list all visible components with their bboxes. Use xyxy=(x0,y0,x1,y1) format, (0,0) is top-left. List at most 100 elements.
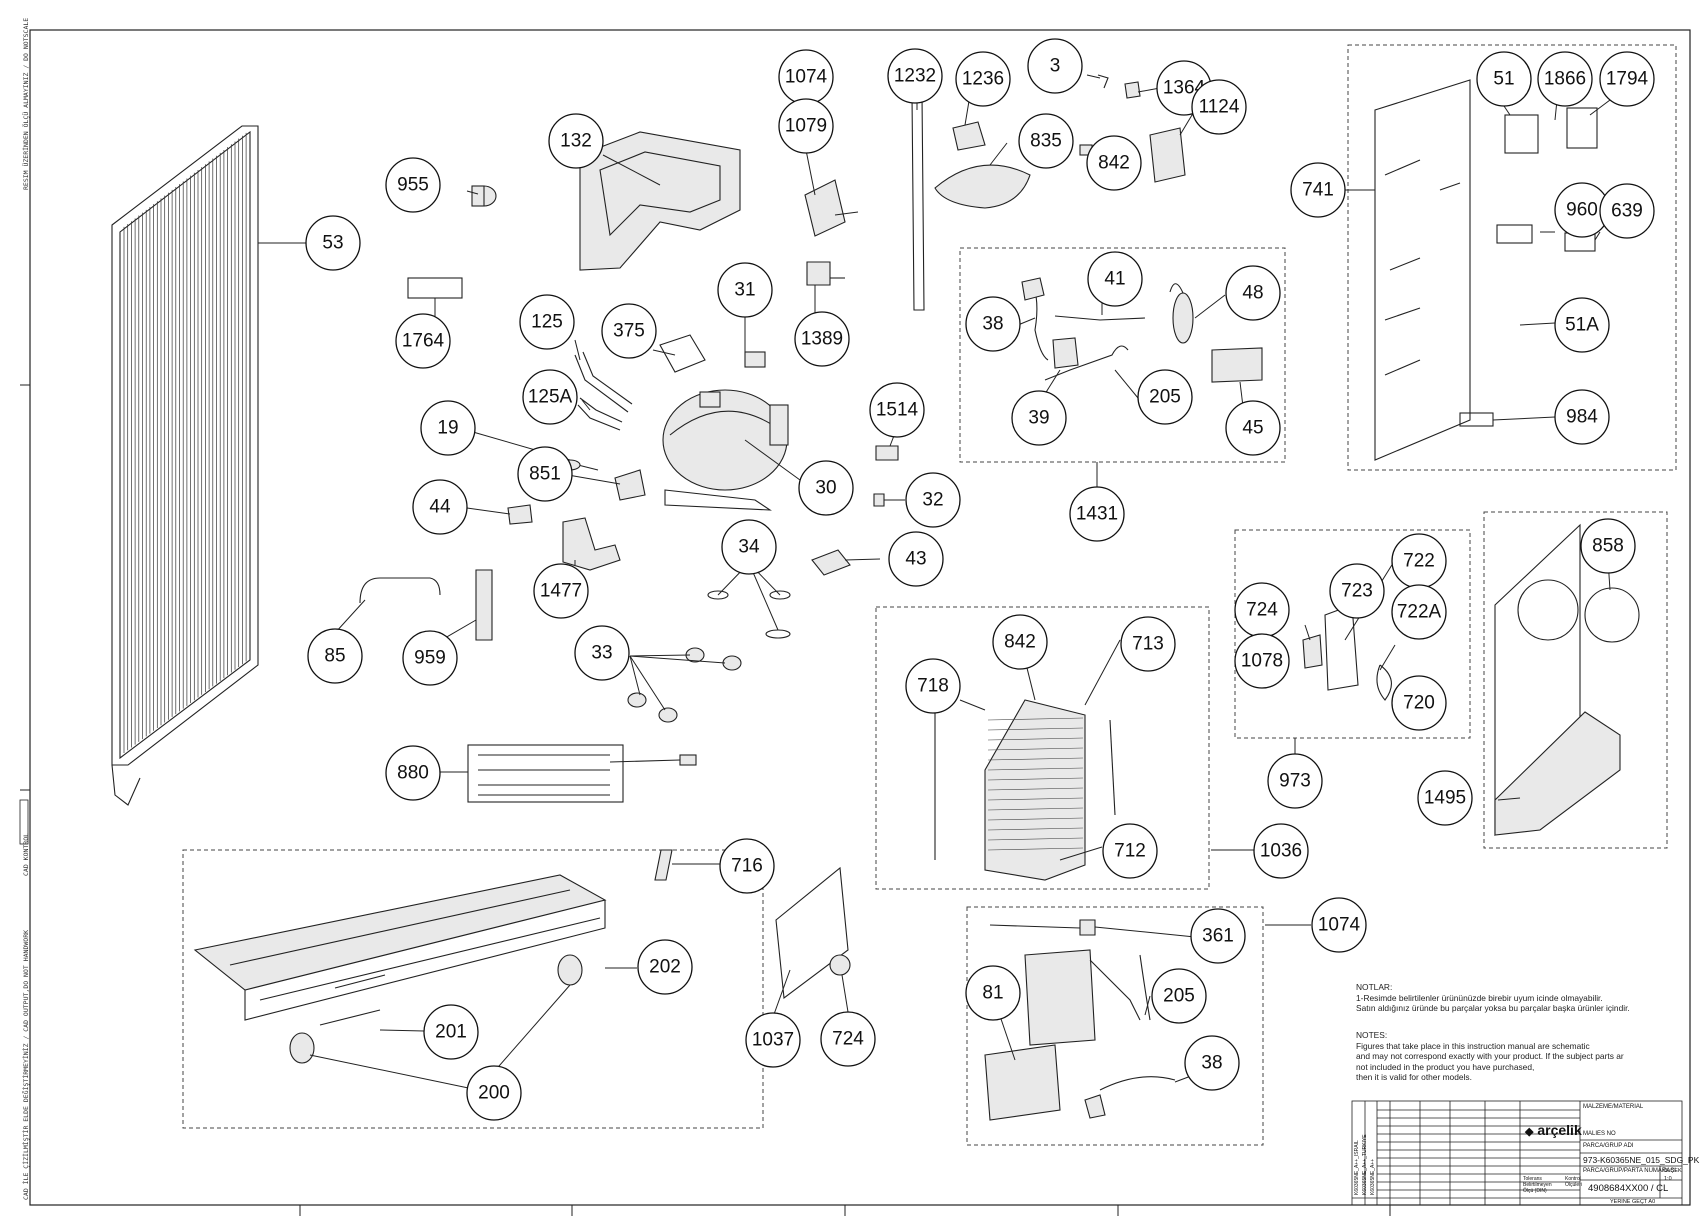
callout-200: 200 xyxy=(466,1065,522,1121)
svg-text:1866: 1866 xyxy=(1544,69,1586,90)
leader-lines xyxy=(258,74,1611,1091)
svg-text:205: 205 xyxy=(1149,387,1181,408)
wheels xyxy=(289,954,583,1064)
svg-text:1364: 1364 xyxy=(1163,78,1206,99)
group-name: 973-K60365NE_015_SDG_PK xyxy=(1583,1155,1700,1165)
small-cap xyxy=(873,493,885,507)
title-block xyxy=(1351,1100,1683,1206)
small-block xyxy=(744,351,766,368)
pad-part xyxy=(659,334,706,373)
svg-text:1074: 1074 xyxy=(1318,915,1361,936)
callout-3: 3 xyxy=(1027,38,1083,94)
svg-text:1037: 1037 xyxy=(752,1030,794,1051)
svg-text:720: 720 xyxy=(1403,693,1435,714)
svg-text:713: 713 xyxy=(1132,634,1164,655)
callout-851: 851 xyxy=(517,446,573,502)
lamp-holder xyxy=(1124,81,1141,99)
rear-panel xyxy=(1374,79,1598,461)
callout-712: 712 xyxy=(1102,823,1158,879)
side-label-middle: CAD KONTROL xyxy=(22,832,30,876)
control-text: Kontrol Ölçüleri xyxy=(1565,1176,1582,1188)
svg-text:741: 741 xyxy=(1302,180,1334,201)
callout-722a: 722A xyxy=(1391,584,1447,640)
callout-41: 41 xyxy=(1087,251,1143,307)
scale-label: ÖLÇEK xyxy=(1663,1168,1682,1174)
svg-text:41: 41 xyxy=(1104,269,1125,290)
callout-639: 639 xyxy=(1599,183,1655,239)
notes-en-line-4: then it is valid for other models. xyxy=(1356,1072,1472,1083)
notes-en-title: NOTES: xyxy=(1356,1030,1388,1040)
callout-125a: 125A xyxy=(522,369,578,425)
callout-1236: 1236 xyxy=(955,51,1011,107)
svg-text:722: 722 xyxy=(1403,551,1435,572)
callout-1036: 1036 xyxy=(1253,823,1309,879)
callout-34: 34 xyxy=(721,519,777,575)
callout-1514: 1514 xyxy=(869,382,925,438)
svg-text:205: 205 xyxy=(1163,986,1195,1007)
svg-text:1477: 1477 xyxy=(540,581,582,602)
callout-1866: 1866 xyxy=(1537,51,1593,107)
side-label-bottom: CAD İLE ÇİZİLMİŞTİR ELDE DEĞİŞTİRMEYİNİZ… xyxy=(22,929,30,1200)
drawing-frame xyxy=(29,29,1691,1206)
rubber-grommets xyxy=(627,647,742,723)
control-board-group xyxy=(984,919,1176,1121)
svg-text:973: 973 xyxy=(1279,771,1311,792)
svg-text:34: 34 xyxy=(738,537,760,558)
axle-rod-2 xyxy=(334,974,386,989)
callout-1232: 1232 xyxy=(887,48,943,104)
svg-text:125A: 125A xyxy=(528,387,573,408)
callout-38-bottom: 38 xyxy=(1184,1035,1240,1091)
callout-723: 723 xyxy=(1329,563,1385,619)
callout-842-evap: 842 xyxy=(992,614,1048,670)
fan-motor-small xyxy=(829,954,851,976)
group-box-1074 xyxy=(966,906,1264,1146)
svg-text:1431: 1431 xyxy=(1076,504,1118,525)
svg-text:53: 53 xyxy=(322,233,343,254)
svg-text:19: 19 xyxy=(437,418,458,439)
thermostat-box xyxy=(804,179,859,286)
callout-835: 835 xyxy=(1018,113,1074,169)
washers xyxy=(707,590,791,639)
svg-text:1389: 1389 xyxy=(801,329,843,350)
cable-group-1431 xyxy=(1021,277,1263,383)
callout-205-top: 205 xyxy=(1137,369,1193,425)
fan-group-973 xyxy=(1302,604,1392,701)
tolerance-text: Tolerans Belirtilmeyen Ölçü (DIN) xyxy=(1523,1176,1552,1194)
svg-text:39: 39 xyxy=(1028,408,1049,429)
callout-1124: 1124 xyxy=(1191,79,1247,135)
label-sticker xyxy=(407,277,463,299)
overload-protector xyxy=(614,469,646,501)
fan-cover-1495 xyxy=(1494,523,1640,837)
evaporator-cover-sheet xyxy=(775,866,849,1000)
part-no-label: PARCA/GRUP/PARTA NUMARASI xyxy=(1583,1168,1676,1174)
callout-1078: 1078 xyxy=(1234,633,1290,689)
side-label-top: RESIM ÜZERİNDEN ÖLÇÜ ALMAYINIZ / DO NOTS… xyxy=(22,17,30,190)
callout-1037: 1037 xyxy=(745,1012,801,1068)
svg-text:1495: 1495 xyxy=(1424,788,1466,809)
svg-text:1236: 1236 xyxy=(962,69,1004,90)
callout-202: 202 xyxy=(637,939,693,995)
foam-strip xyxy=(654,849,673,881)
brand-mark-icon: ◆ xyxy=(1525,1126,1534,1138)
svg-text:1764: 1764 xyxy=(402,331,445,352)
svg-text:955: 955 xyxy=(397,175,429,196)
svg-text:85: 85 xyxy=(324,646,345,667)
callout-984: 984 xyxy=(1554,389,1610,445)
svg-text:1232: 1232 xyxy=(894,66,936,87)
callout-125: 125 xyxy=(519,294,575,350)
callout-724-fan: 724 xyxy=(1234,582,1290,638)
notes-en-line-1: Figures that take place in this instruct… xyxy=(1356,1040,1590,1051)
sheet-replace: YERINE GEÇT A0 xyxy=(1610,1199,1656,1205)
callout-1389: 1389 xyxy=(794,311,850,367)
group-box-741 xyxy=(1347,44,1677,471)
base-frame xyxy=(193,874,607,1021)
callout-1764: 1764 xyxy=(395,313,451,369)
callout-39: 39 xyxy=(1011,390,1067,446)
revision-model-2: K60365NE_A++_TURKIYE xyxy=(1362,1134,1368,1195)
door-strip xyxy=(911,94,925,311)
svg-text:1514: 1514 xyxy=(876,400,919,421)
scale-value: 1:0 xyxy=(1664,1176,1672,1182)
model-label: MALIES NO xyxy=(1583,1131,1616,1137)
svg-text:724: 724 xyxy=(832,1029,864,1050)
